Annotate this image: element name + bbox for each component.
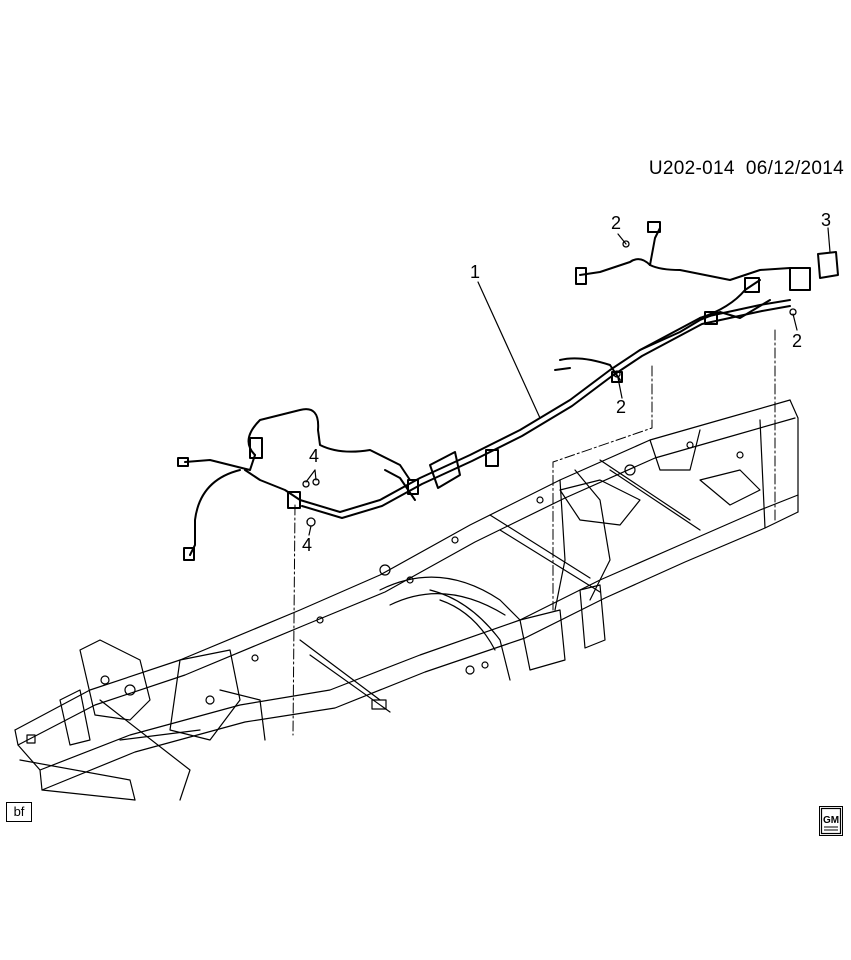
callout-2-upper: 2 <box>611 213 622 233</box>
callout-1: 1 <box>470 262 481 282</box>
callout-3: 3 <box>821 210 832 230</box>
fasteners <box>302 240 797 527</box>
vehicle-frame <box>14 399 799 801</box>
svg-text:GM: GM <box>823 815 839 826</box>
callout-4-upper: 4 <box>309 446 320 466</box>
diagram-reference-code: U202-014 06/12/2014 <box>649 158 844 180</box>
reference-code: U202-014 <box>648 158 735 179</box>
callout-2-right: 2 <box>792 331 803 351</box>
phantom-lines <box>292 329 776 736</box>
callout-2-middle: 2 <box>616 397 627 417</box>
diagram-date: 06/12/2014 <box>745 158 844 179</box>
wiring-harness <box>177 221 839 561</box>
gm-logo-icon: GM <box>819 806 843 836</box>
corner-tag: bf <box>6 802 32 822</box>
leader-lines <box>305 227 831 536</box>
callout-4-lower: 4 <box>302 535 313 555</box>
